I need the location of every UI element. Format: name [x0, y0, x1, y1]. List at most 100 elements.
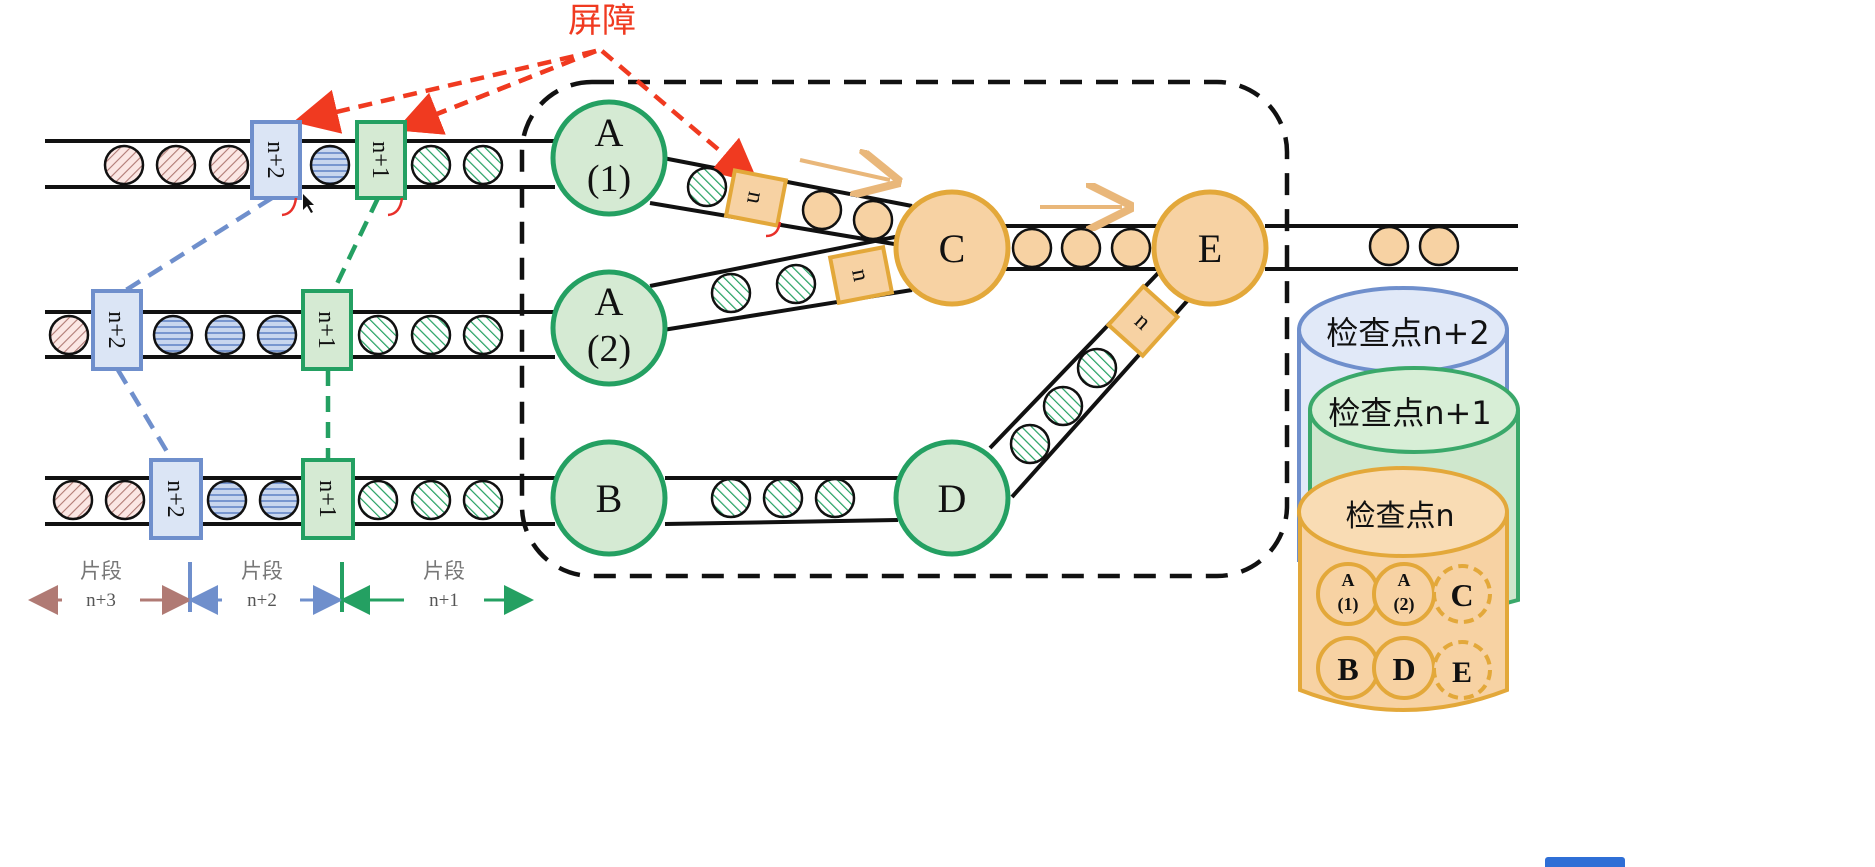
barrier-label: n: [846, 267, 874, 284]
record: [357, 314, 399, 356]
record: [206, 479, 248, 521]
barrier-label: n: [741, 189, 769, 206]
node-a2: A (2): [550, 269, 668, 387]
checkpoint-n: 检查点n A (1) A (2) C B D E: [1297, 466, 1509, 712]
barrier-n1-row-2: n+1: [301, 289, 353, 371]
barrier-arrows: [293, 48, 759, 184]
svg-text:(1): (1): [1338, 594, 1359, 615]
barrier-label: n+2: [162, 480, 188, 518]
svg-text:A: A: [595, 110, 624, 155]
record: [52, 479, 94, 521]
svg-text:C: C: [1450, 577, 1473, 613]
record: [762, 477, 804, 519]
svg-text:A: A: [1342, 570, 1355, 590]
segment-sub: n+1: [429, 590, 459, 611]
record: [462, 314, 504, 356]
record: [462, 479, 504, 521]
record: [410, 144, 452, 186]
record: [104, 479, 146, 521]
svg-text:(2): (2): [1394, 594, 1415, 615]
node-b: B: [550, 439, 668, 557]
record: [1042, 385, 1084, 427]
record: [710, 477, 752, 519]
barrier-n2-row-2: n+2: [91, 289, 143, 371]
mouse-cursor-icon: [303, 194, 314, 213]
svg-text:E: E: [1198, 226, 1222, 271]
barrier-label: n+1: [314, 480, 340, 518]
record: [208, 144, 250, 186]
barrier-label: n+1: [313, 311, 339, 349]
node-d: D: [893, 439, 1011, 557]
record: [152, 314, 194, 356]
svg-text:(1): (1): [587, 158, 631, 200]
record: [1060, 227, 1102, 269]
alignment-ticks: [281, 197, 782, 238]
records-row-2: [48, 314, 504, 356]
record: [155, 144, 197, 186]
checkpoint-label: 检查点n+1: [1328, 394, 1491, 432]
record: [852, 199, 894, 241]
state-e: [1432, 640, 1492, 700]
record: [103, 144, 145, 186]
record: [686, 166, 728, 208]
segment-sub: n+2: [247, 590, 277, 611]
records-internal: [686, 166, 1460, 519]
record: [48, 314, 90, 356]
barrier-n-a2-c: n: [827, 244, 895, 306]
barrier-n1-row-1: n+1: [355, 120, 407, 200]
segment-indicators: 片段 n+3 片段 n+2 片段 n+1: [27, 559, 534, 615]
barrier-label: n+1: [367, 141, 393, 179]
segment-label: 片段: [80, 559, 122, 583]
barrier-label: n+2: [103, 311, 129, 349]
record: [1009, 423, 1051, 465]
records-row-1: [103, 144, 504, 186]
record: [204, 314, 246, 356]
checkpoint-label: 检查点n+2: [1326, 314, 1489, 352]
state-c: [1432, 564, 1492, 624]
barrier-alignment-lines: [116, 196, 381, 462]
records-row-3: [52, 479, 504, 521]
record: [1011, 227, 1053, 269]
record: [801, 189, 843, 231]
barrier-n2-row-3: n+2: [149, 458, 203, 540]
record: [1076, 347, 1118, 389]
record: [462, 144, 504, 186]
svg-text:(2): (2): [587, 328, 631, 370]
taskbar-fragment: [1545, 857, 1625, 867]
record: [256, 314, 298, 356]
segment-label: 片段: [423, 559, 465, 583]
node-c: C: [893, 189, 1011, 307]
barrier-n-d-e: n: [1105, 283, 1181, 359]
barrier-label: n+2: [262, 141, 288, 179]
svg-text:C: C: [939, 226, 966, 271]
segment-label: 片段: [241, 559, 283, 583]
barrier-n-a1-c: n: [723, 168, 789, 228]
record: [258, 479, 300, 521]
svg-text:E: E: [1452, 656, 1472, 689]
operator-group-boundary: [519, 79, 1290, 579]
barrier-title: 屏障: [568, 1, 636, 41]
record: [814, 477, 856, 519]
record: [1110, 227, 1152, 269]
node-a1: A (1): [550, 99, 668, 217]
svg-text:A: A: [595, 279, 624, 324]
flow-arrows: [799, 160, 1122, 207]
svg-text:D: D: [938, 476, 967, 521]
segment-sub: n+3: [86, 590, 116, 611]
record: [710, 272, 752, 314]
svg-text:B: B: [1337, 651, 1358, 687]
record: [1418, 225, 1460, 267]
svg-text:B: B: [596, 476, 623, 521]
record: [309, 144, 351, 186]
node-e: E: [1151, 189, 1269, 307]
svg-text:D: D: [1392, 651, 1415, 687]
record: [410, 314, 452, 356]
checkpoint-label: 检查点n: [1345, 499, 1454, 534]
record: [357, 479, 399, 521]
barrier-n1-row-3: n+1: [301, 458, 355, 540]
record: [775, 263, 817, 305]
record: [1368, 225, 1410, 267]
record: [410, 479, 452, 521]
svg-text:A: A: [1398, 570, 1411, 590]
